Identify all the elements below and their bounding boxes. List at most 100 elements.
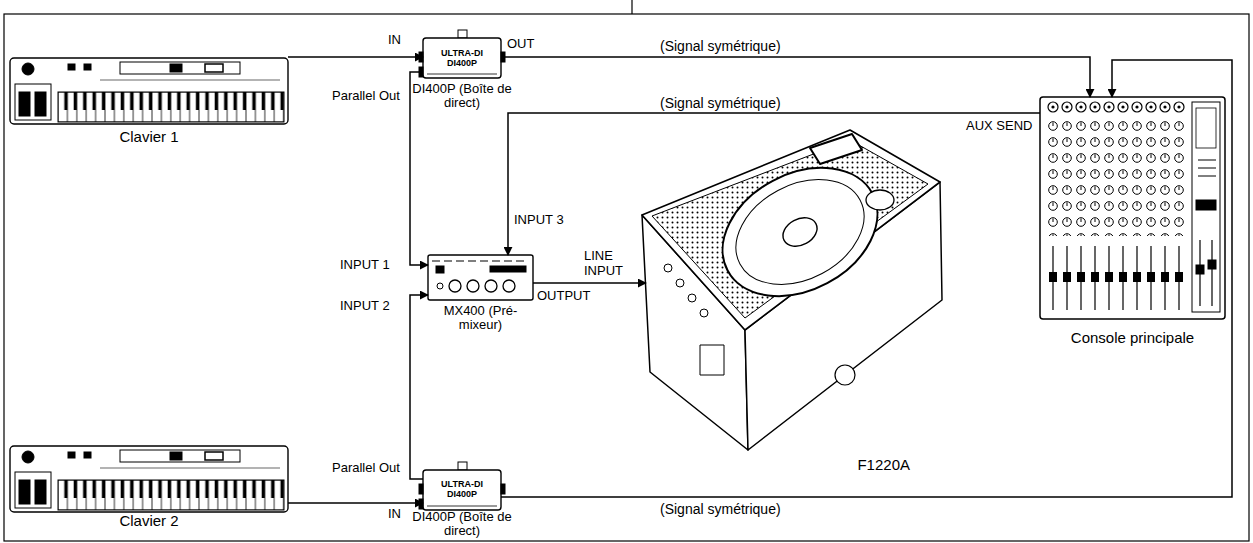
drawing-part bbox=[10, 446, 288, 512]
port-label: INPUT 1 bbox=[340, 257, 390, 272]
drawing-part bbox=[718, 159, 882, 306]
direct-box: ULTRA-DIDI400PDI400P (Boîte de direct) bbox=[423, 470, 501, 508]
signal-label: (Signal symétrique) bbox=[658, 95, 783, 111]
device-caption: Console principale bbox=[1040, 329, 1225, 346]
drawing-part bbox=[84, 64, 91, 70]
drawing-part bbox=[490, 266, 526, 272]
port-label: Parallel Out bbox=[332, 460, 400, 475]
drawing-part bbox=[700, 345, 724, 375]
drawing-part bbox=[458, 30, 467, 38]
drawing-part bbox=[35, 92, 46, 116]
drawing-part bbox=[1196, 200, 1216, 210]
drawing-part bbox=[120, 62, 240, 74]
monitor-speaker-body bbox=[640, 128, 940, 450]
signal-cable bbox=[288, 502, 423, 504]
drawing-part bbox=[1046, 100, 1186, 114]
drawing-part bbox=[19, 92, 30, 116]
drawing-part bbox=[642, 130, 940, 330]
device-caption: DI400P (Boîte de direct) bbox=[401, 82, 523, 110]
signal-cable bbox=[288, 56, 423, 58]
drawing-part bbox=[428, 255, 533, 300]
drawing-part bbox=[778, 212, 822, 252]
keyboard-illustration bbox=[10, 58, 288, 124]
signal-label: (Signal symétrique) bbox=[658, 38, 783, 54]
signal-label: (Signal symétrique) bbox=[658, 501, 783, 517]
direct-box-body: ULTRA-DIDI400P bbox=[423, 38, 501, 78]
drawing-part bbox=[15, 84, 51, 120]
drawing-part bbox=[1198, 176, 1216, 177]
drawing-part bbox=[58, 92, 284, 122]
drawing-part bbox=[501, 52, 505, 62]
device-caption: Clavier 1 bbox=[10, 128, 288, 145]
drawing-part bbox=[22, 63, 34, 75]
port-label: Parallel Out bbox=[332, 88, 400, 103]
mixing-console: Console principale bbox=[1040, 97, 1225, 319]
keyboard: Clavier 1 bbox=[10, 58, 288, 124]
direct-box: ULTRA-DIDI400PDI400P (Boîte de direct) bbox=[423, 38, 501, 78]
device-logo-text: DI400P bbox=[445, 489, 479, 499]
drawing-part bbox=[1040, 97, 1225, 319]
keyboard-body bbox=[10, 446, 288, 510]
frame bbox=[4, 0, 1249, 541]
drawing-part bbox=[1208, 260, 1216, 269]
port-label: IN bbox=[388, 506, 401, 521]
drawing-part bbox=[437, 283, 443, 289]
drawing-part bbox=[1046, 242, 1186, 314]
premixer-illustration bbox=[428, 255, 533, 300]
port-label: INPUT 3 bbox=[514, 212, 564, 227]
drawing-part bbox=[1196, 265, 1204, 274]
direct-box-body: ULTRA-DIDI400P bbox=[423, 470, 501, 508]
port-label: OUT bbox=[507, 36, 534, 51]
port-label: INPUT 2 bbox=[340, 298, 390, 313]
device-logo-text: ULTRA-DI bbox=[439, 48, 485, 58]
premixer: MX400 (Pré-mixeur) bbox=[428, 255, 533, 300]
port-label: AUX SEND bbox=[966, 118, 1032, 133]
direct-box-illustration bbox=[419, 30, 505, 78]
drawing-part bbox=[503, 280, 515, 292]
mixing-console-body bbox=[1040, 97, 1225, 319]
drawing-part bbox=[700, 309, 708, 317]
device-caption: F1220A bbox=[640, 456, 910, 473]
drawing-part bbox=[676, 279, 684, 287]
drawing-part bbox=[10, 58, 288, 124]
drawing-part bbox=[700, 142, 899, 321]
drawing-part bbox=[427, 74, 497, 75]
drawing-part bbox=[631, 0, 632, 14]
drawing-part bbox=[485, 280, 497, 292]
drawing-part bbox=[436, 266, 444, 273]
device-caption: Clavier 2 bbox=[10, 512, 288, 529]
drawing-part bbox=[423, 38, 501, 78]
port-label: LINE INPUT bbox=[584, 248, 640, 278]
signal-cable bbox=[501, 60, 1232, 497]
drawing-part bbox=[1198, 160, 1216, 161]
keyboard-body bbox=[10, 58, 288, 124]
device-caption: DI400P (Boîte de direct) bbox=[401, 510, 523, 538]
device-logo-text: DI400P bbox=[445, 58, 479, 68]
signal-cable bbox=[410, 295, 428, 479]
port-label: OUTPUT bbox=[537, 288, 590, 303]
signal-cable bbox=[410, 72, 428, 265]
drawing-part bbox=[810, 134, 862, 164]
drawing-part bbox=[664, 264, 672, 272]
device-caption: MX400 (Pré-mixeur) bbox=[423, 304, 539, 332]
drawing-part bbox=[1196, 108, 1216, 148]
drawing-part bbox=[1211, 240, 1212, 306]
drawing-part bbox=[205, 64, 223, 72]
drawing-part bbox=[835, 365, 855, 385]
signal-cable bbox=[508, 113, 1040, 255]
drawing-part bbox=[866, 190, 894, 210]
monitor-speaker-illustration bbox=[642, 130, 942, 450]
signal-cable bbox=[533, 282, 646, 284]
drawing-part bbox=[1198, 168, 1216, 169]
drawing-part bbox=[467, 280, 479, 292]
keyboard: Clavier 2 bbox=[10, 446, 288, 510]
port-label: IN bbox=[388, 32, 401, 47]
device-logo-text: ULTRA-DI bbox=[439, 479, 485, 489]
drawing-part bbox=[1046, 118, 1186, 236]
monitor-speaker: F1220A bbox=[640, 128, 940, 450]
signal-cable bbox=[505, 57, 1090, 97]
drawing-part bbox=[449, 280, 461, 292]
